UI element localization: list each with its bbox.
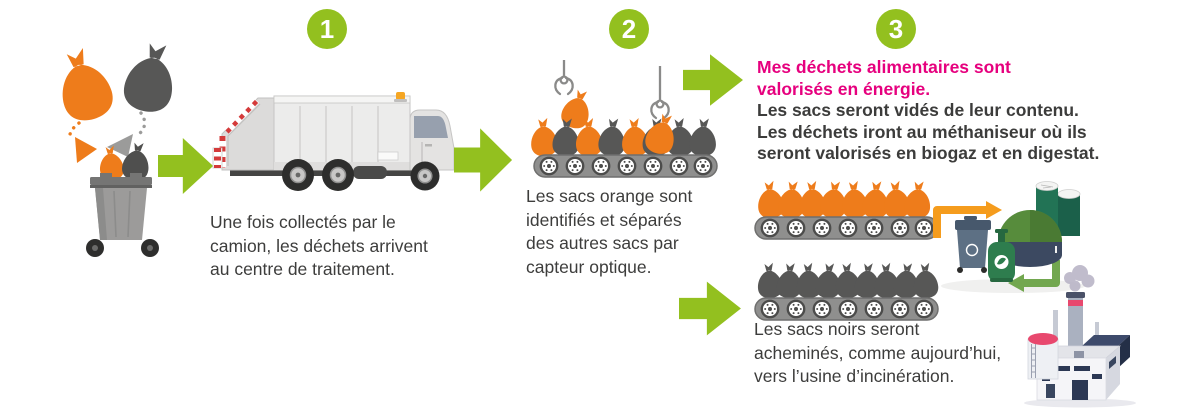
methanizer-illustration — [933, 181, 1085, 293]
step-3-badge: 3 — [876, 9, 916, 49]
step-2-caption: Les sacs orange sont identifiés et sépar… — [526, 185, 692, 279]
chimney-icon — [1066, 292, 1085, 350]
orange-dotted-path — [68, 121, 81, 142]
step-3-body: Les sacs seront vidés de leur contenu. L… — [757, 100, 1099, 165]
beacon-light-icon — [396, 92, 405, 100]
step-1-number: 1 — [319, 13, 335, 44]
body-line: seront valorisés en biogaz et en digesta… — [757, 143, 1100, 163]
optical-sorting-illustration — [529, 60, 730, 180]
flow-arrow-3-icon — [683, 45, 745, 115]
gray-bag-icon — [120, 38, 182, 116]
caption-line: Une fois collectés par le — [210, 212, 396, 232]
flow-arrow-1-icon — [158, 128, 215, 204]
biogas-cylinder-icon — [988, 229, 1015, 282]
mixed-bags-row — [529, 110, 718, 158]
storage-tank-icon — [1027, 333, 1059, 380]
caption-line: capteur optique. — [526, 256, 652, 277]
step-2-badge: 2 — [609, 9, 649, 49]
step-2-number: 2 — [621, 13, 637, 44]
orange-arrowhead-icon — [75, 137, 97, 163]
incinerator-illustration — [1024, 265, 1136, 408]
caption-line: des autres sacs par — [526, 233, 679, 253]
conveyor-belt-icon — [534, 155, 717, 177]
caption-line: identifiés et séparés — [526, 209, 682, 230]
step-3-title: Mes déchets alimentaires sont valorisés … — [757, 57, 1099, 100]
body-line: Les déchets iront au méthaniseur où ils — [757, 121, 1087, 142]
black-bags-caption: Les sacs noirs seront acheminés, comme a… — [754, 318, 1001, 389]
body-line: Les sacs seront vidés de leur contenu. — [757, 100, 1079, 120]
collection-bin-icon — [955, 216, 991, 273]
caption-line: camion, les déchets arrivent — [210, 235, 428, 256]
gray-arrowhead-icon — [107, 134, 133, 157]
claw-icon — [554, 75, 574, 96]
waste-bin-icon — [86, 140, 159, 257]
smoke-icon — [1064, 265, 1095, 292]
biogas-green-path — [1008, 260, 1060, 292]
conveyor-belt-icon — [755, 217, 938, 239]
step-1-badge: 1 — [307, 9, 347, 49]
claw-icon — [650, 99, 670, 120]
black-bags-row — [756, 262, 939, 299]
caption-line: Les sacs noirs seront — [754, 319, 920, 339]
conveyor-belt-icon — [755, 298, 938, 320]
orange-bags-conveyor-illustration — [752, 180, 942, 241]
caption-line: Les sacs orange sont — [526, 186, 693, 206]
orange-bag-icon — [50, 43, 118, 126]
black-bags-conveyor-illustration — [752, 262, 939, 321]
step-3-number: 3 — [888, 13, 904, 44]
flow-arrow-4-icon — [679, 272, 743, 345]
gray-dotted-path — [137, 111, 147, 136]
orange-bags-row — [756, 180, 932, 220]
caption-line: vers l’usine d’incinération. — [754, 366, 955, 386]
title-line: valorisés en énergie. — [757, 78, 931, 99]
caption-line: au centre de traitement. — [210, 259, 395, 279]
truck-wheels — [282, 159, 440, 191]
step-1-caption: Une fois collectés par le camion, les dé… — [210, 211, 428, 282]
garbage-truck-icon — [212, 92, 455, 191]
step-3-text-block: Mes déchets alimentaires sont valorisés … — [757, 57, 1099, 165]
small-stack-icon — [1053, 310, 1058, 348]
flow-arrow-2-icon — [454, 117, 514, 203]
trash-bags-into-bin-illustration — [50, 38, 182, 257]
title-line: Mes déchets alimentaires sont — [757, 57, 1011, 77]
caption-line: acheminés, comme aujourd’hui, — [754, 342, 1002, 363]
food-waste-orange-path — [933, 201, 1002, 238]
